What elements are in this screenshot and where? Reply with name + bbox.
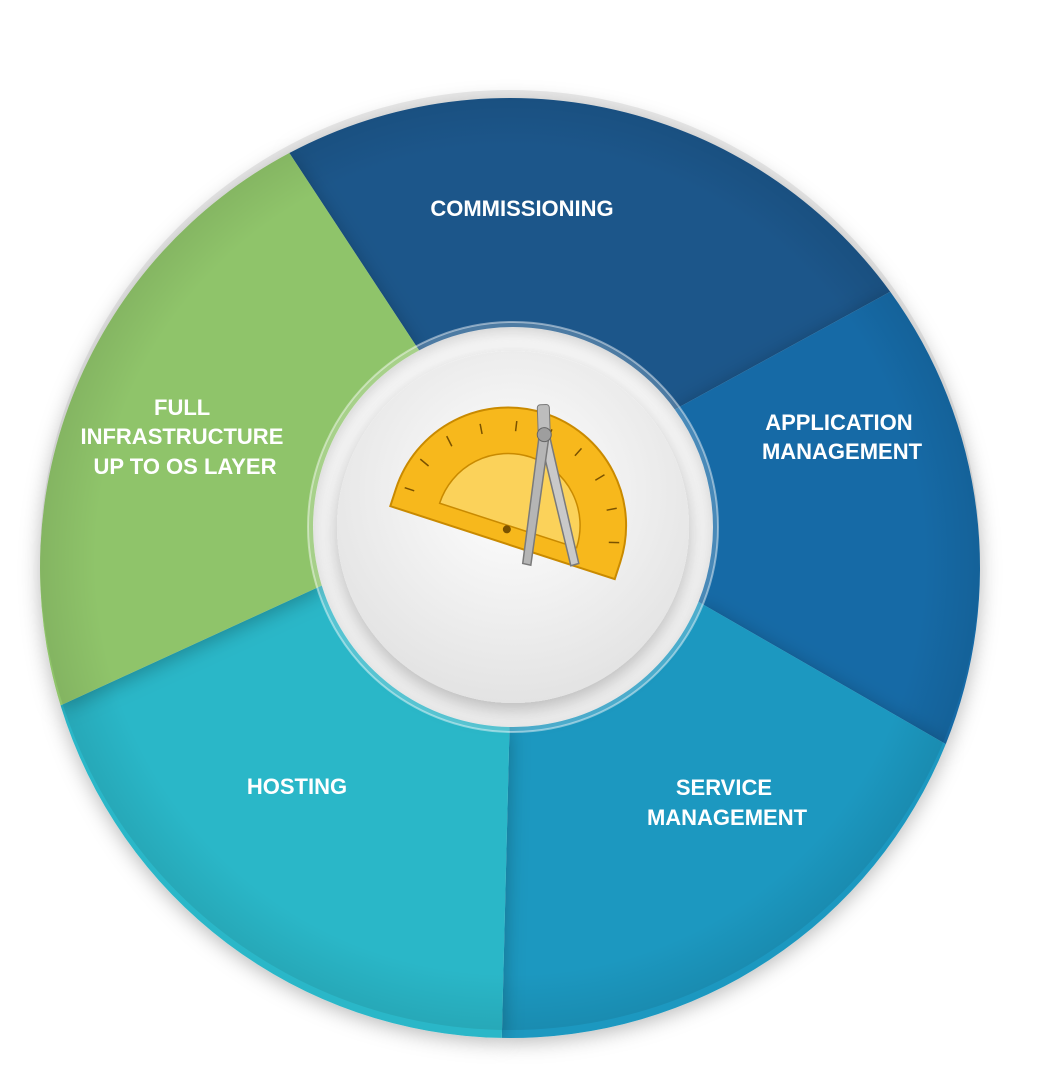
label-full-infrastructure: FULL INFRASTRUCTURE UP TO OS LAYER (80, 395, 289, 479)
label-line: FULL (154, 395, 210, 420)
label-line: HOSTING (247, 774, 347, 799)
label-service-management: SERVICE MANAGEMENT (647, 775, 808, 830)
label-commissioning: COMMISSIONING (430, 196, 613, 221)
protractor-compass-icon (389, 404, 628, 581)
label-line: SERVICE (676, 775, 772, 800)
label-hosting: HOSTING (247, 774, 347, 799)
label-line: INFRASTRUCTURE (80, 424, 283, 449)
label-line: MANAGEMENT (762, 439, 923, 464)
label-line: UP TO OS LAYER (94, 454, 277, 479)
label-application-management: APPLICATION MANAGEMENT (762, 410, 923, 464)
label-line: COMMISSIONING (430, 196, 613, 221)
label-line: APPLICATION (765, 410, 912, 435)
label-line: MANAGEMENT (647, 805, 808, 830)
